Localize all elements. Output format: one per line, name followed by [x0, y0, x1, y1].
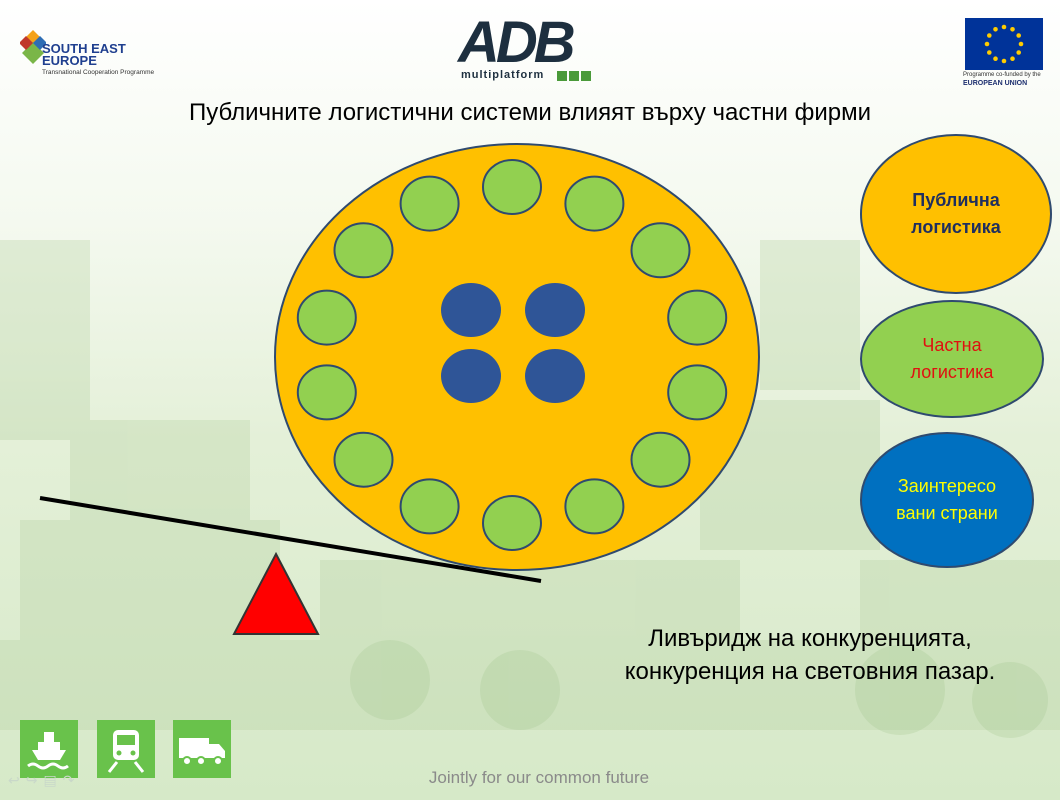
eu-star-icon — [993, 27, 998, 32]
nav-back-icon[interactable]: ↩ — [8, 772, 26, 788]
eu-star-icon — [1016, 33, 1021, 38]
eu-star-icon — [987, 50, 992, 55]
eu-star-icon — [987, 33, 992, 38]
private-firm-circle — [296, 289, 357, 346]
truck-icon — [179, 738, 225, 766]
fulcrum-triangle — [232, 551, 320, 635]
private-firm-circle — [667, 364, 728, 421]
eu-star-icon — [1001, 24, 1007, 30]
project-logo-wordmark: ADB — [458, 10, 576, 75]
eu-star-icon — [1018, 41, 1024, 47]
legend-interested-parties: Заинтересовани страни — [860, 432, 1034, 568]
legend-interested-label: Заинтересовани страни — [896, 476, 998, 523]
private-firm-circle — [399, 175, 460, 232]
private-firm-circle — [630, 431, 691, 488]
train-mode-tile — [97, 720, 155, 778]
programme-logo-subtitle: Transnational Cooperation Programme — [42, 69, 155, 76]
eu-star-icon — [1001, 58, 1007, 64]
nav-menu-icon[interactable]: ▤ — [43, 772, 63, 788]
private-firm-circle — [482, 159, 542, 215]
eu-logo-name: EUROPEAN UNION — [963, 80, 1028, 87]
private-firm-circle — [399, 478, 460, 535]
project-logo-mode-icons — [557, 71, 591, 81]
private-firm-circle — [667, 289, 728, 346]
south-east-europe-emblem-icon — [20, 30, 46, 64]
legend-public-label: Публична логистика — [911, 190, 1001, 237]
legend-private-logistics: Частна логистика — [860, 300, 1044, 418]
interested-party-circle — [441, 283, 501, 337]
private-firm-circle — [482, 495, 542, 551]
eu-star-icon — [984, 41, 990, 47]
leverage-caption-line-1: Ливъридж на конкуренцията, — [648, 625, 972, 652]
ship-icon — [557, 71, 567, 81]
ship-mode-tile — [20, 720, 78, 778]
eu-star-icon — [1010, 27, 1015, 32]
eu-star-icon — [1016, 50, 1021, 55]
private-firm-circle — [333, 431, 394, 488]
train-icon — [569, 71, 579, 81]
lever-beam — [39, 496, 542, 583]
private-firm-circle — [333, 222, 394, 279]
eu-logo-caption: Programme co-funded by the — [963, 72, 1041, 78]
interested-party-circle — [525, 283, 585, 337]
project-logo-subtitle: multiplatform — [461, 69, 545, 81]
eu-flag-icon — [965, 18, 1043, 70]
ship-icon — [27, 732, 69, 770]
private-firm-circle — [564, 175, 625, 232]
legend-private-label: Частна логистика — [910, 335, 994, 382]
eu-star-icon — [993, 56, 998, 61]
truck-icon — [581, 71, 591, 81]
private-firm-circle — [564, 478, 625, 535]
interested-party-circle — [441, 349, 501, 403]
footer-slogan: Jointly for our common future — [428, 768, 650, 787]
leverage-caption: Ливъридж на конкуренцията, конкуренция н… — [590, 622, 1030, 688]
leverage-caption-line-2: конкуренция на световния пазар. — [624, 658, 996, 685]
interested-party-circle — [525, 349, 585, 403]
truck-mode-tile — [173, 720, 231, 778]
nav-forward-icon[interactable]: ↪ — [25, 772, 44, 788]
legend-public-logistics: Публична логистика — [860, 134, 1052, 294]
train-icon — [107, 730, 145, 773]
programme-logo-title: SOUTH EAST EUROPE — [42, 41, 126, 68]
nav-end-icon[interactable]: ↷ — [62, 772, 81, 788]
eu-star-icon — [1010, 56, 1015, 61]
slide-title: Публичните логистични системи влияят вър… — [188, 99, 872, 126]
private-firm-circle — [296, 364, 357, 421]
private-firm-circle — [630, 222, 691, 279]
slide-nav-controls[interactable]: ↩↪▤↷ — [8, 772, 80, 789]
